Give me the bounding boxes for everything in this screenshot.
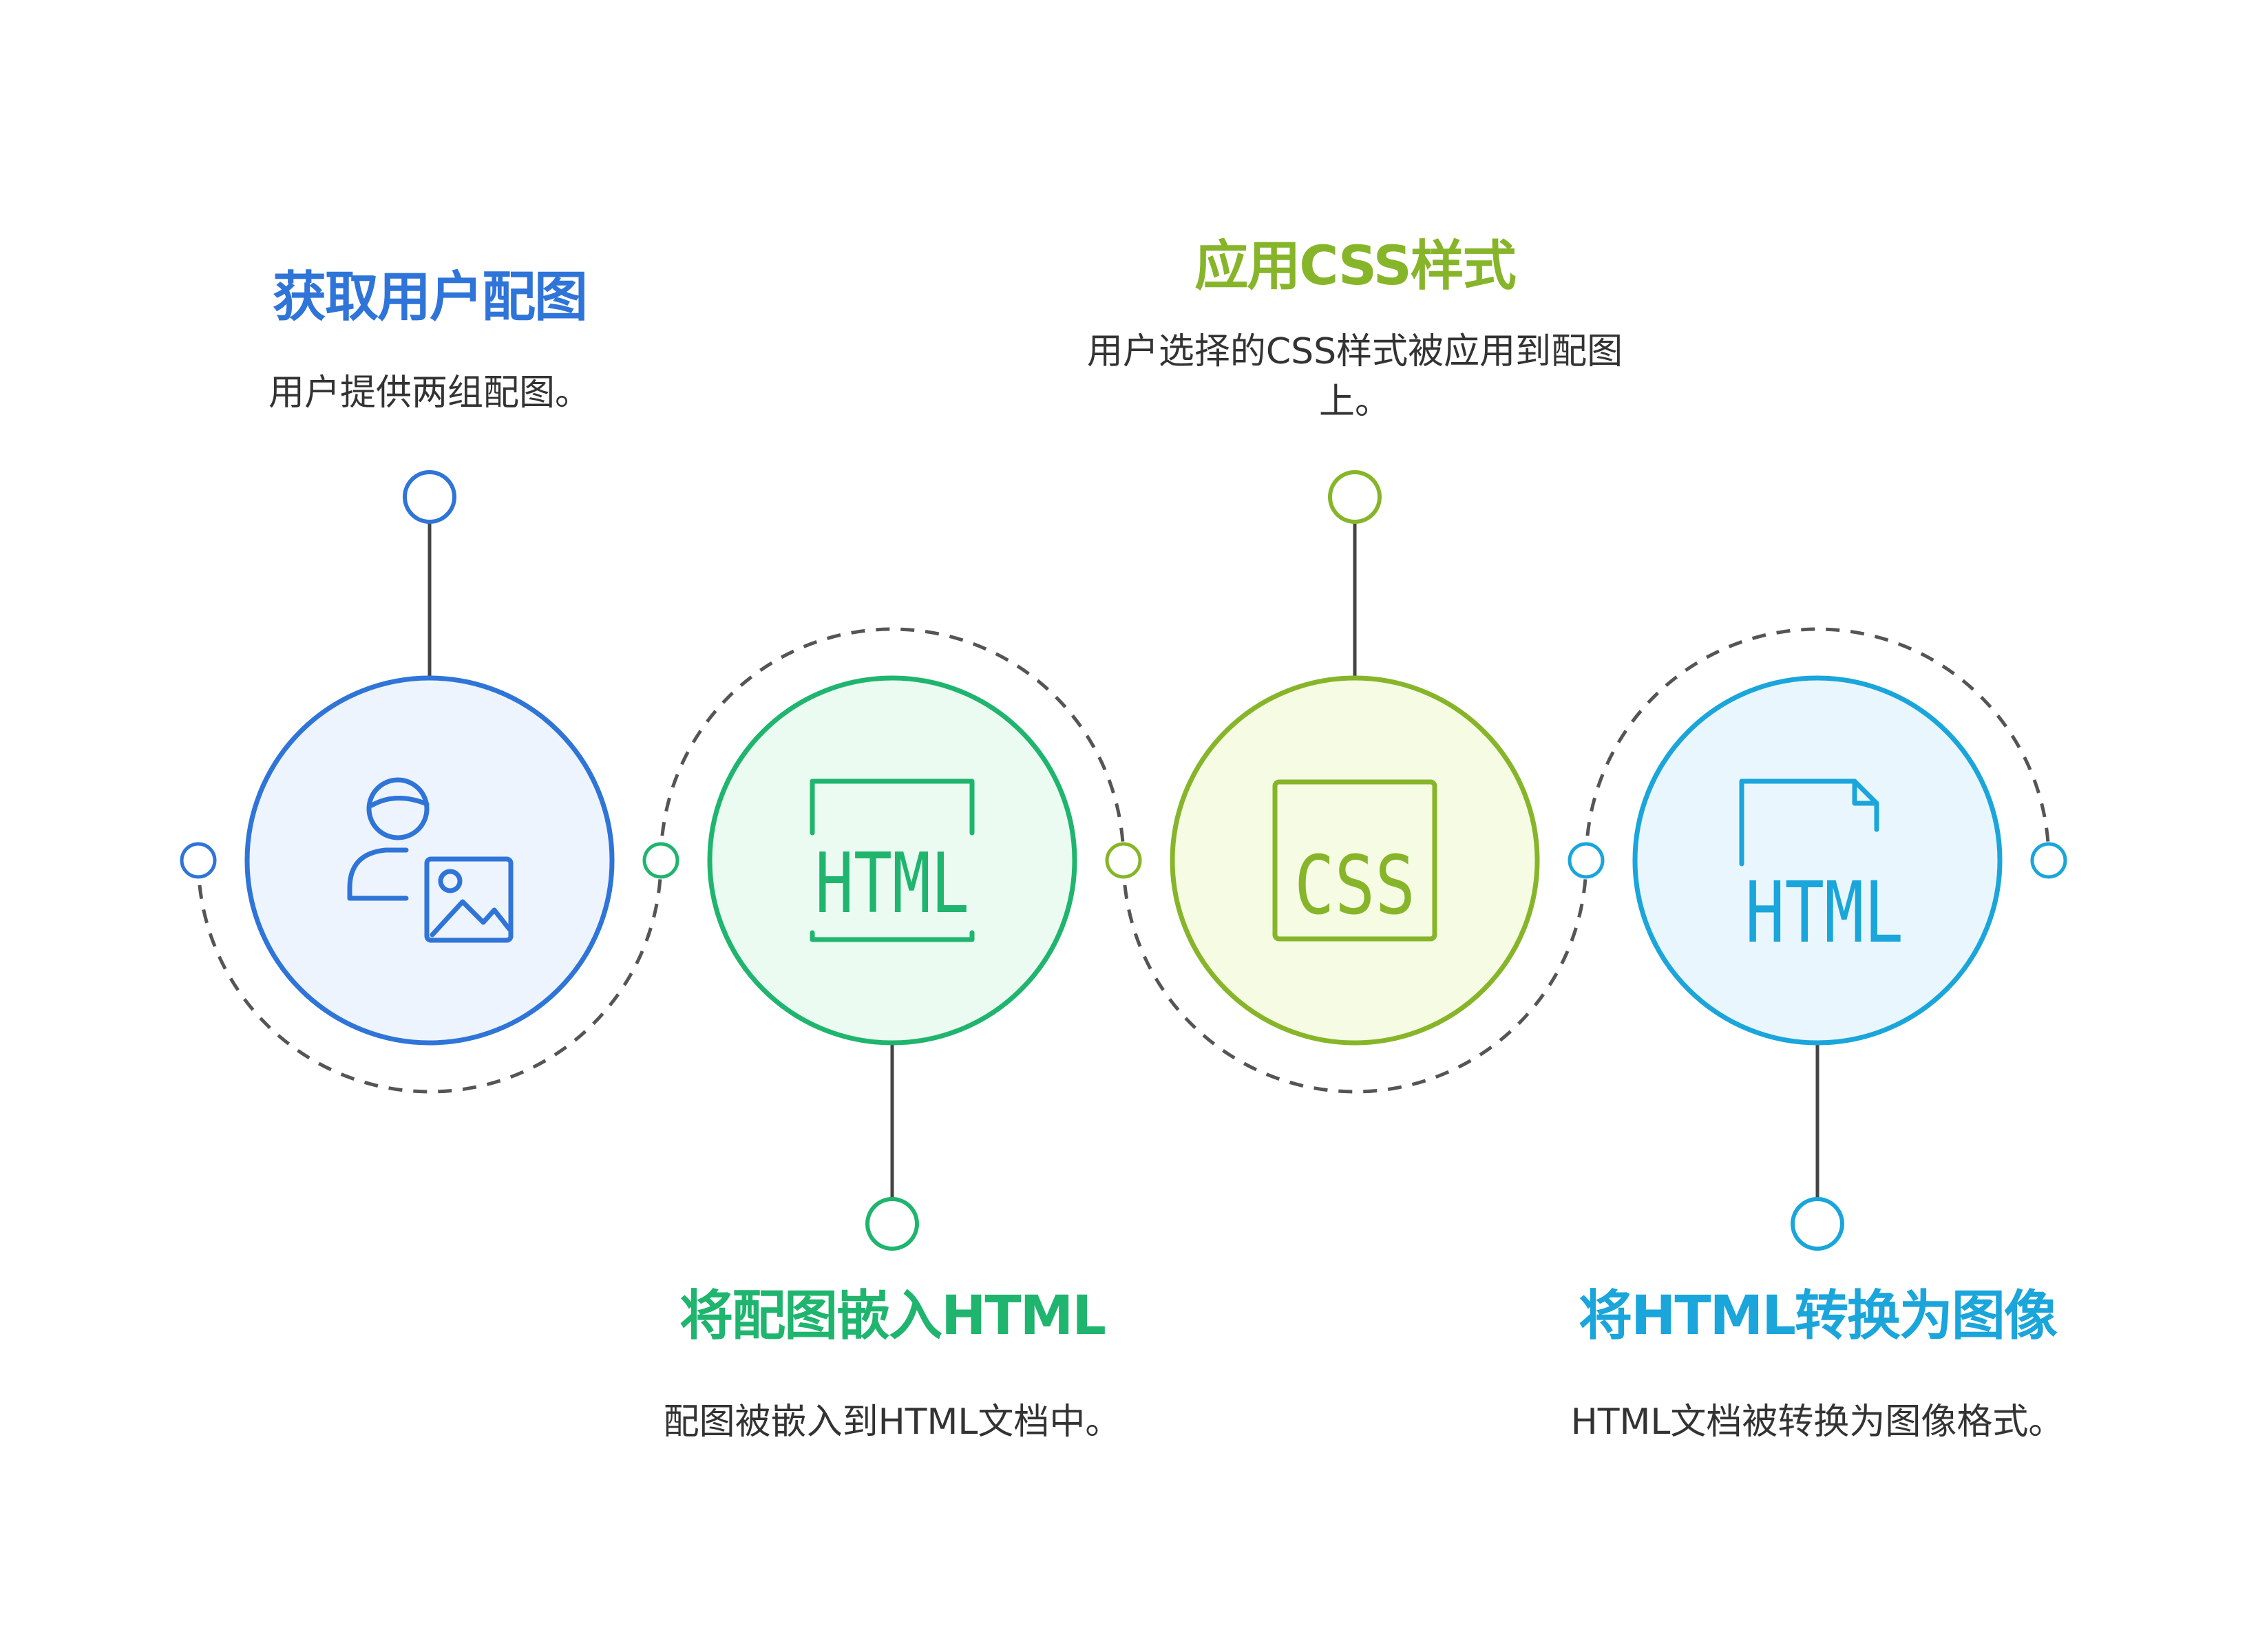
connector-node-4 — [1791, 1197, 1844, 1251]
connector-node-3 — [1328, 470, 1382, 524]
step-1-desc: 用户提供两组配图。 — [268, 372, 591, 414]
step-3-desc: 用户选择的CSS样式被应用到配图上。 — [1086, 331, 1623, 423]
step-2-desc: 配图被嵌入到HTML文档中。 — [663, 1401, 1121, 1443]
html-file-icon — [1739, 779, 1879, 867]
step-2-title: 将配图嵌入HTML — [679, 1285, 1106, 1347]
connector-node-1 — [403, 470, 456, 524]
step-circle-4 — [1632, 675, 2003, 1046]
step-3-title: 应用CSS样式 — [1194, 235, 1517, 297]
html-file-icon-label: HTML — [1745, 864, 1903, 962]
axis-node-2 — [642, 842, 679, 879]
step-4-title: 将HTML转换为图像 — [1579, 1285, 2058, 1347]
axis-node-end — [2030, 842, 2067, 879]
connector-node-2 — [865, 1197, 919, 1251]
html-tag-icon — [810, 779, 975, 942]
step-4-desc: HTML文档被转换为图像格式。 — [1570, 1401, 2065, 1443]
step-circle-3 — [1170, 675, 1540, 1046]
connector-lines — [428, 522, 1819, 1199]
css-box-icon — [1272, 779, 1437, 942]
axis-node-start — [180, 842, 217, 879]
step-1-title: 获取用户配图 — [272, 266, 588, 328]
css-box-icon-label: CSS — [1294, 838, 1415, 933]
axis-node-3 — [1105, 842, 1142, 879]
user-image-icon — [347, 777, 514, 943]
step-circle-2 — [707, 675, 1077, 1046]
axis-node-4 — [1568, 842, 1605, 879]
html-tag-icon-label: HTML — [815, 836, 969, 932]
